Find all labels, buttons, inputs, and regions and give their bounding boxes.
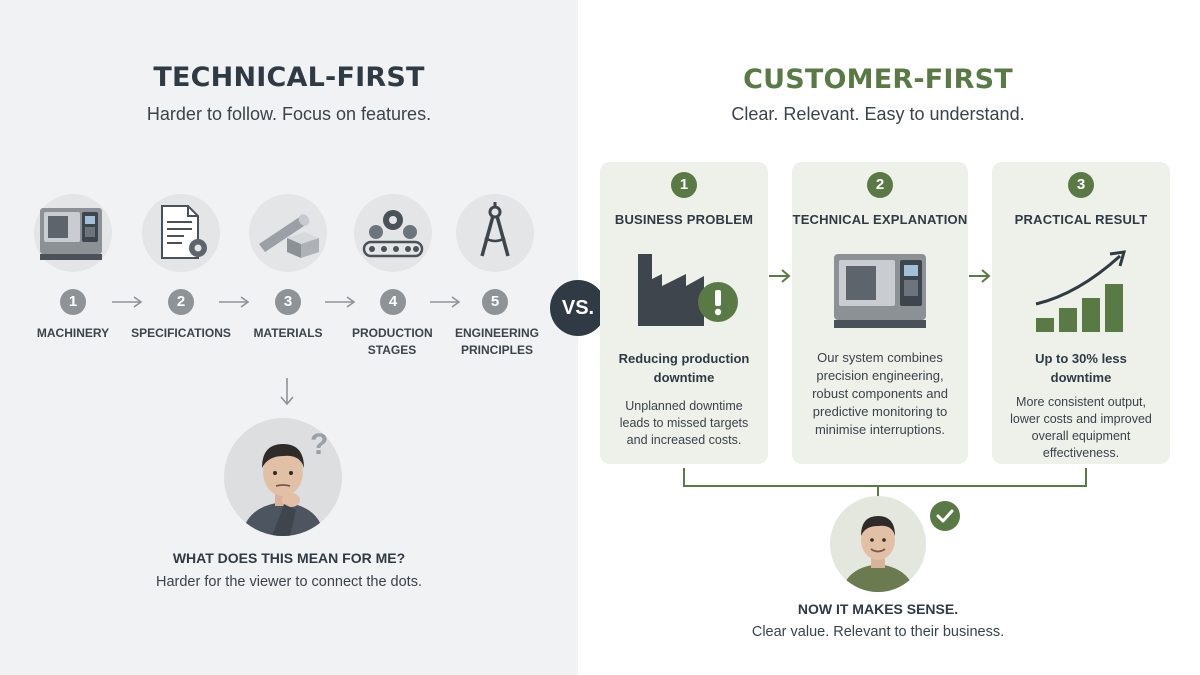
growth-chart-icon bbox=[1035, 250, 1127, 332]
cnc-machine-icon bbox=[834, 254, 926, 328]
step-icon-engineering-principles bbox=[456, 194, 534, 272]
satisfied-person-avatar bbox=[830, 496, 926, 592]
smiling-person-icon bbox=[842, 516, 914, 592]
spec-document-gear-icon bbox=[161, 205, 207, 259]
compass-icon bbox=[480, 202, 510, 257]
question-subtext: Harder for the viewer to connect the dot… bbox=[156, 574, 422, 590]
question-mark: ? bbox=[310, 428, 329, 461]
step-number-4: 4 bbox=[380, 289, 406, 315]
card-number-3: 3 bbox=[1068, 172, 1094, 198]
check-badge bbox=[930, 501, 960, 531]
customer-first-title: CUSTOMER-FIRST bbox=[743, 64, 1013, 95]
arrow-right-icon bbox=[769, 269, 791, 283]
card-practical-result: 3 PRACTICAL RESULT Up to 30% less downti… bbox=[992, 162, 1170, 464]
step-label-production-stages: PRODUCTION STAGES bbox=[352, 326, 433, 357]
cnc-machine-icon bbox=[40, 208, 102, 260]
arrow-right-icon bbox=[430, 296, 461, 308]
arrow-right-icon bbox=[969, 269, 991, 283]
card-text: Our system combines precision engineerin… bbox=[812, 350, 948, 437]
card-technical-explanation: 2 TECHNICAL EXPLANATION Our system combi… bbox=[792, 162, 968, 464]
card-headline: Reducing production downtime bbox=[618, 351, 750, 385]
gears-conveyor-icon bbox=[362, 210, 424, 258]
step-number-1: 1 bbox=[60, 289, 86, 315]
bracket-connector bbox=[683, 468, 1087, 498]
step-number-3: 3 bbox=[275, 289, 301, 315]
arrow-right-icon bbox=[219, 296, 250, 308]
arrow-right-icon bbox=[325, 296, 356, 308]
checkmark-icon bbox=[936, 509, 954, 523]
step-icon-materials bbox=[249, 194, 327, 272]
step-label-specifications: SPECIFICATIONS bbox=[131, 326, 231, 340]
arrow-right-icon bbox=[112, 296, 143, 308]
technical-first-panel bbox=[0, 0, 578, 675]
step-icon-machinery bbox=[34, 194, 112, 272]
factory-alert-icon bbox=[638, 254, 738, 326]
card-number-1: 1 bbox=[671, 172, 697, 198]
thinking-person-icon bbox=[242, 444, 324, 536]
step-number-5: 5 bbox=[482, 289, 508, 315]
card-text: More consistent output, lower costs and … bbox=[1010, 395, 1152, 460]
vs-badge: VS. bbox=[550, 280, 606, 336]
step-label-engineering-principles: ENGINEERING PRINCIPLES bbox=[454, 326, 539, 357]
result-subtext: Clear value. Relevant to their business. bbox=[751, 624, 1005, 640]
card-title: PRACTICAL RESULT bbox=[1014, 212, 1148, 227]
materials-bar-block-icon bbox=[259, 214, 319, 258]
step-label-materials: MATERIALS bbox=[253, 326, 323, 340]
result-heading: NOW IT MAKES SENSE. bbox=[797, 601, 959, 617]
technical-first-title: TECHNICAL-FIRST bbox=[153, 62, 425, 93]
step-icon-production-stages bbox=[354, 194, 432, 272]
step-number-2: 2 bbox=[168, 289, 194, 315]
card-title: BUSINESS PROBLEM bbox=[614, 212, 754, 227]
card-title: TECHNICAL EXPLANATION bbox=[792, 212, 968, 227]
card-business-problem: 1 BUSINESS PROBLEM Reducing production d… bbox=[600, 162, 768, 464]
technical-first-subtitle: Harder to follow. Focus on features. bbox=[146, 104, 432, 124]
arrow-down-icon bbox=[280, 378, 294, 406]
step-icon-specifications bbox=[142, 194, 220, 272]
customer-first-subtitle: Clear. Relevant. Easy to understand. bbox=[731, 104, 1025, 124]
question-heading: WHAT DOES THIS MEAN FOR ME? bbox=[172, 550, 406, 566]
step-label-machinery: MACHINERY bbox=[36, 326, 110, 340]
card-headline: Up to 30% less downtime bbox=[1035, 351, 1127, 385]
card-number-2: 2 bbox=[867, 172, 893, 198]
card-text: Unplanned downtime leads to missed targe… bbox=[619, 399, 749, 447]
confused-person-avatar bbox=[224, 418, 342, 536]
